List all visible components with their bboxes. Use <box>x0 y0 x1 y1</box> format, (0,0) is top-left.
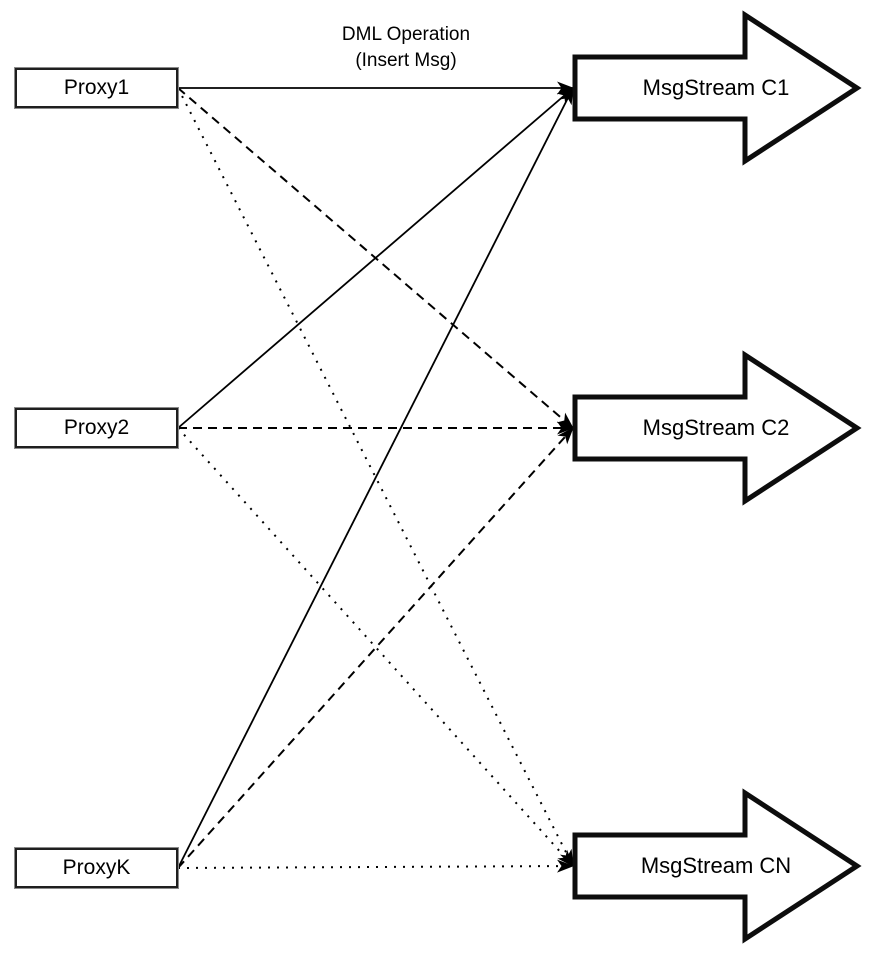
edge-proxyk-to-c1 <box>177 87 574 869</box>
edge-proxyk-to-cn <box>177 859 574 873</box>
edge-layer <box>177 81 574 873</box>
msgstream-c2-arrow-shape <box>572 350 862 506</box>
edge-proxy1-to-cn <box>177 87 574 867</box>
proxy1-label: Proxy1 <box>63 76 130 99</box>
msgstream-cn-arrow-shape <box>572 788 862 944</box>
proxy2-label: Proxy2 <box>63 416 130 439</box>
block-arrow-layer <box>572 10 862 944</box>
title-line-1: DML Operation <box>341 24 471 45</box>
proxy1-box: Proxy1 <box>14 67 179 109</box>
edge-proxyk-to-c2 <box>177 427 574 869</box>
proxyk-box: ProxyK <box>14 847 179 889</box>
title-line-2: (Insert Msg) <box>355 50 457 71</box>
msgstream-c1-arrow-shape <box>572 10 862 166</box>
proxy2-box: Proxy2 <box>14 407 179 449</box>
proxyk-label: ProxyK <box>62 856 131 879</box>
edge-proxy2-to-c1 <box>177 87 574 429</box>
diagram-title: DML Operation (Insert Msg) <box>236 22 576 74</box>
